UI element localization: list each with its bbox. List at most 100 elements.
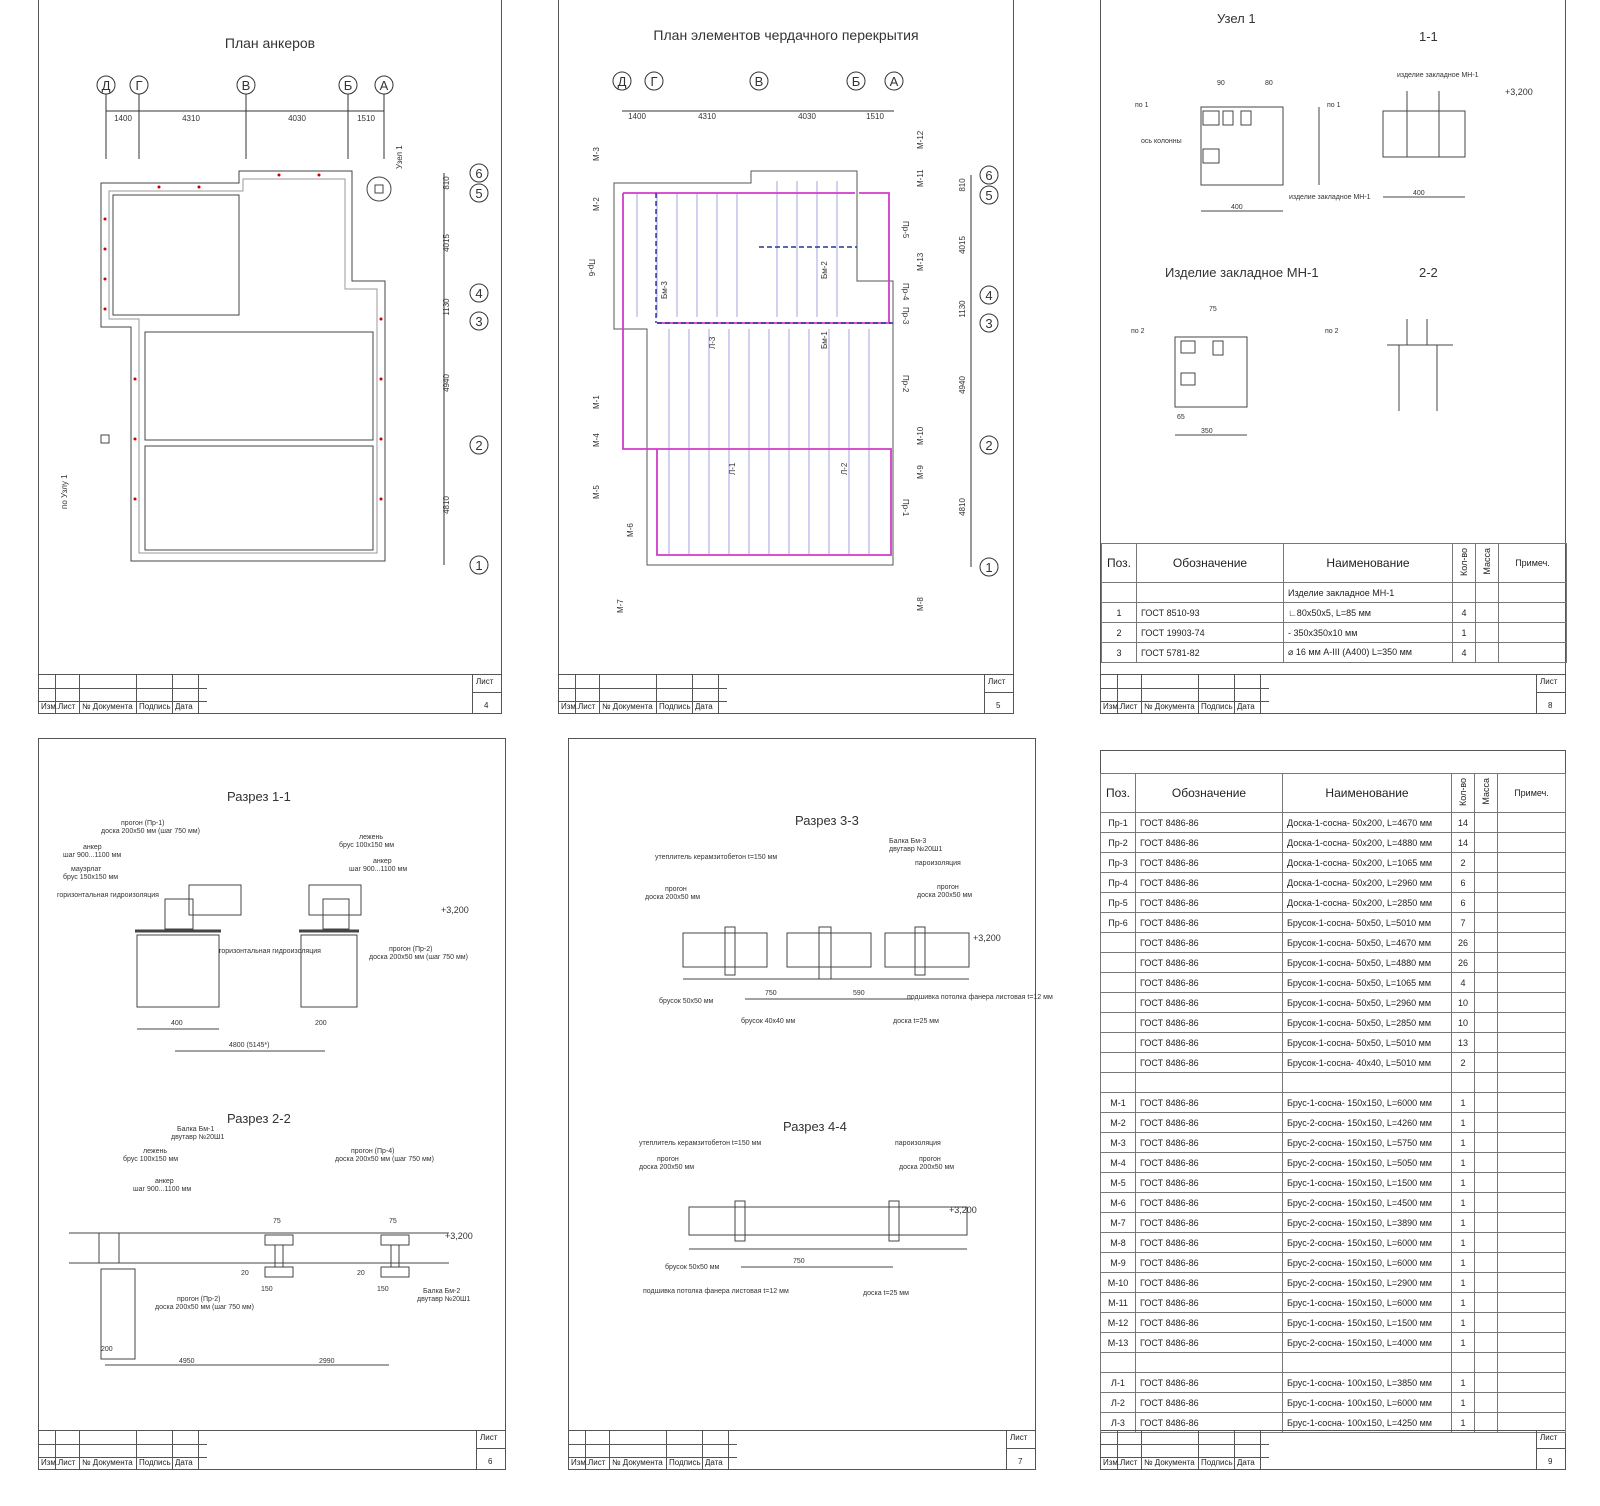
cell-kol <box>1451 1352 1475 1373</box>
cell-empty <box>1474 1132 1498 1153</box>
cell-empty <box>1497 1052 1566 1073</box>
cell-empty <box>1474 1172 1498 1193</box>
cell-empty <box>1497 892 1566 913</box>
cell-naim: Брусок-1-сосна- 50x50, L=1065 мм <box>1282 972 1452 993</box>
lbl-progon-pr2-a: прогон (Пр-2) <box>389 946 433 953</box>
cell-pos: М-2 <box>1100 1112 1136 1133</box>
mn1-title: Изделие закладное МН-1 <box>1165 265 1319 280</box>
lbl-doska-200-a: доска 200x50 мм (шаг 750 мм) <box>101 828 200 835</box>
lbl-balka-bm1: Балка Бм-1 <box>177 1126 214 1133</box>
lbl-gidro-a: горизонтальная гидроизоляция <box>57 892 159 899</box>
cell-oboz: ГОСТ 8486-86 <box>1135 952 1283 973</box>
cell-kol: 1 <box>1451 1372 1475 1393</box>
cell-pos: 1 <box>1101 602 1137 623</box>
lbl-anker-step-c: шаг 900...1100 мм <box>133 1186 191 1193</box>
cell-empty <box>1497 1132 1566 1153</box>
cell-empty <box>1474 812 1498 833</box>
cell-naim: Брус-1-сосна- 150x150, L=1500 мм <box>1282 1312 1452 1333</box>
cell-empty <box>1497 1072 1566 1093</box>
cell-oboz: ГОСТ 8486-86 <box>1135 1272 1283 1293</box>
cell-oboz: ГОСТ 8486-86 <box>1135 1152 1283 1173</box>
spec-table-main: Поз. Обозначение Наименование Кол-во Мас… <box>1100 773 1566 1433</box>
cell-naim: Брус-1-сосна- 100x150, L=4250 мм <box>1282 1412 1452 1433</box>
cell-kol: 14 <box>1451 832 1475 853</box>
cell-empty <box>1474 972 1498 993</box>
dim-right-5: 4810 <box>958 498 967 516</box>
dim-20-b: 20 <box>357 1270 365 1277</box>
tb-izm: Изм. <box>571 1458 589 1467</box>
lbl-podshivka-a: подшивка потолка фанера листовая t=12 мм <box>907 994 1053 1001</box>
dim-400-b: 400 <box>1413 190 1425 197</box>
cell-naim: Брус-2-сосна- 150x150, L=4260 мм <box>1282 1112 1452 1133</box>
cell-empty <box>1497 832 1566 853</box>
dim-right-3: 1130 <box>442 298 451 316</box>
mn1-ref-2: изделие закладное МН-1 <box>1289 194 1371 201</box>
m-right-1: М-12 <box>916 130 925 149</box>
cell-naim: Доска-1-сосна- 50x200, L=2850 мм <box>1282 892 1452 913</box>
tb-izm: Изм. <box>41 702 59 711</box>
pr-right-3: Пр-3 <box>901 307 910 325</box>
dim-right-2: 4015 <box>958 236 967 254</box>
cell-naim: Брус-1-сосна- 150x150, L=6000 мм <box>1282 1292 1452 1313</box>
lbl-doska-200x50-a: доска 200x50 мм <box>645 894 700 901</box>
axis-label-b: Б <box>852 74 861 89</box>
axis-label-d: Д <box>102 78 111 93</box>
level-label: +3,200 <box>1505 87 1533 97</box>
lbl-progon-b: прогон <box>937 884 959 891</box>
cell-empty <box>1474 1212 1498 1233</box>
m-right-5: М-9 <box>916 465 925 479</box>
cell-kol: 1 <box>1452 622 1476 643</box>
lbl-progon-pr4: прогон (Пр-4) <box>351 1148 395 1155</box>
cell-pos <box>1100 992 1136 1013</box>
dim-right-4: 4940 <box>958 376 967 394</box>
axis-label-g: Г <box>650 74 657 89</box>
cell-kol: 1 <box>1451 1272 1475 1293</box>
m-left-2: М-2 <box>592 197 601 211</box>
col-pos: Поз. <box>1100 773 1136 813</box>
tb-sheet-num: 6 <box>488 1457 493 1466</box>
cell-kol: 1 <box>1451 1392 1475 1413</box>
cell-empty <box>1497 1232 1566 1253</box>
level-3: +3,200 <box>973 933 1001 943</box>
dim-4950: 4950 <box>179 1358 195 1365</box>
axis-label-v: В <box>755 74 764 89</box>
cell-kol: 1 <box>1451 1312 1475 1333</box>
cell-empty <box>1474 912 1498 933</box>
axis-label-a: А <box>890 74 899 89</box>
axis-label-6: 6 <box>475 166 482 181</box>
cell-kol: 14 <box>1451 812 1475 833</box>
tb-sheet-label: Лист <box>480 1433 498 1442</box>
tb-sheet-label: Лист <box>988 677 1006 686</box>
lbl-utepl-a: утеплитель керамзитобетон t=150 мм <box>655 853 777 861</box>
col-oboz: Обозначение <box>1135 773 1283 813</box>
table-row <box>1100 1072 1566 1093</box>
sheet-5-attic-floor-plan: План элементов чердачного перекрытия Д Г… <box>558 0 1014 714</box>
cell-empty <box>1474 1032 1498 1053</box>
lbl-anker-b: анкер <box>373 858 392 865</box>
m-left-3: М-1 <box>592 395 601 409</box>
po2-right: по 2 <box>1325 328 1339 335</box>
lbl-anker-a: анкер <box>83 844 102 851</box>
cell-oboz: ГОСТ 8486-86 <box>1135 872 1283 893</box>
cell-naim: Брус-2-сосна- 150x150, L=6000 мм <box>1282 1232 1452 1253</box>
cell-empty <box>1497 1112 1566 1133</box>
dim-75: 75 <box>1209 306 1217 313</box>
cell-kol: 10 <box>1451 992 1475 1013</box>
cell-kol: 4 <box>1452 642 1476 663</box>
tb-list: Лист <box>58 702 76 711</box>
tb-doc: № Документа <box>1144 1458 1195 1467</box>
section-2-2-title: 2-2 <box>1419 265 1438 280</box>
cell-empty <box>1497 872 1566 893</box>
